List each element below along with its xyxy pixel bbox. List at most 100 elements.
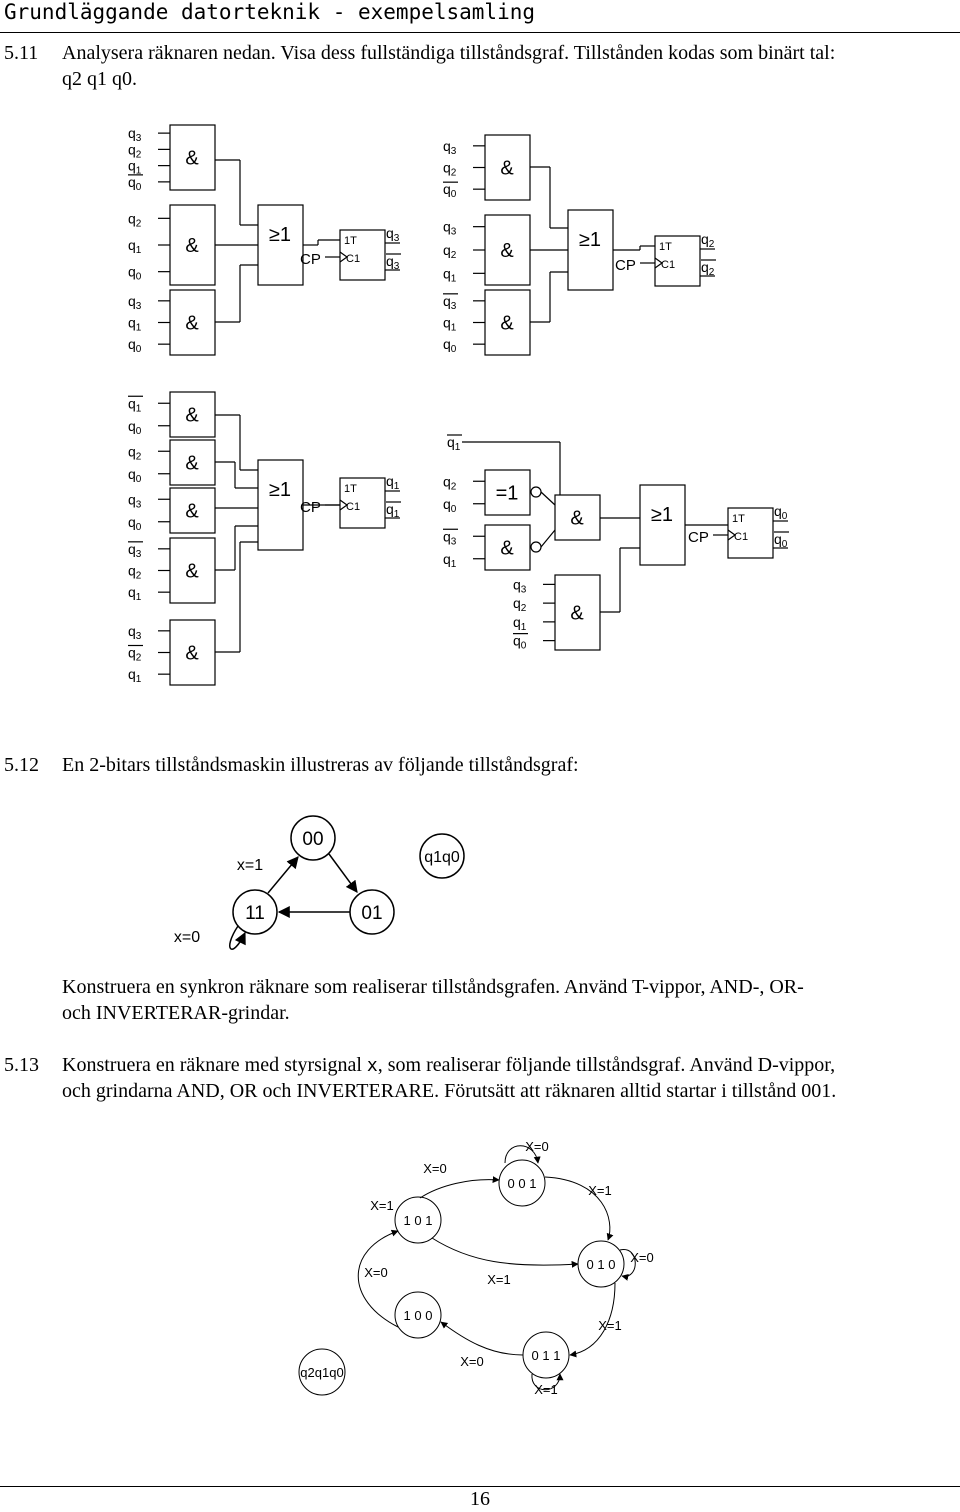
and-q1-1-symbol: & xyxy=(185,405,199,427)
state-101-label: 1 0 1 xyxy=(404,1213,433,1228)
tff-q1 xyxy=(339,477,386,529)
gate-input-q0: q0 xyxy=(443,336,457,355)
signal-q1-top: q1 xyxy=(447,434,461,453)
gate-input-q2: q2 xyxy=(443,242,457,261)
edge-101-010 xyxy=(431,1237,579,1268)
gate-input-q1: q1 xyxy=(128,584,142,603)
and-q1-4-symbol: & xyxy=(185,561,199,583)
gate-input-q2: q2 xyxy=(443,473,457,492)
gate-input-q3: q3 xyxy=(443,528,457,547)
self-loop-011 xyxy=(531,1373,564,1391)
control-signal-x: x xyxy=(366,1055,378,1076)
gate-input-q1: q1 xyxy=(128,237,142,256)
and-q2-2-symbol: & xyxy=(500,240,514,262)
tff-q3-c: C1 xyxy=(346,253,360,265)
tff-q3 xyxy=(339,229,386,281)
gate-input-q3: q3 xyxy=(443,293,457,312)
tff-q2 xyxy=(654,235,701,287)
gate-input-q1: q1 xyxy=(128,315,142,334)
label-100-101: X=0 xyxy=(364,1265,388,1280)
problem-5-11-number: 5.11 xyxy=(4,42,39,64)
label-101-010: X=1 xyxy=(487,1272,511,1287)
gate-input-q0: q0 xyxy=(128,466,142,485)
problem-5-13-text-a: Konstruera en räknare med styrsignal xyxy=(62,1054,367,1076)
self-loop-11 xyxy=(229,925,246,950)
edge-010-011 xyxy=(569,1282,616,1358)
ff-qbar: q3 xyxy=(386,253,400,272)
state-00-label: 00 xyxy=(302,829,323,850)
tff-q2-c: C1 xyxy=(661,259,675,271)
problem-5-11-line1: 5.11 Analysera räknaren nedan. Visa dess … xyxy=(4,40,835,66)
state-11-label: 11 xyxy=(245,903,265,924)
wire xyxy=(540,491,556,506)
tff-q0 xyxy=(727,507,774,559)
edge-100-101 xyxy=(357,1229,399,1328)
ff-q: q0 xyxy=(774,503,788,522)
xor-q0-symbol: =1 xyxy=(496,483,519,505)
and-q3-1-symbol: & xyxy=(185,148,199,170)
tff-q0-t: 1T xyxy=(732,513,745,525)
gate-input-q0: q0 xyxy=(128,174,142,193)
label-010-011: X=1 xyxy=(598,1318,622,1333)
gate-input-q1: q1 xyxy=(443,265,457,284)
gate-input-q3: q3 xyxy=(128,491,142,510)
page-header: Grundläggande datorteknik - exempelsamli… xyxy=(4,0,536,24)
gate-input-q2: q2 xyxy=(128,563,142,582)
tff-q1-c: C1 xyxy=(346,501,360,513)
tff-q3-t: 1T xyxy=(344,235,357,247)
self-loop-001 xyxy=(504,1145,541,1164)
and-q2-3-symbol: & xyxy=(500,313,514,335)
wire xyxy=(540,529,556,548)
problem-5-13-line2: och grindarna AND, OR och INVERTERARE. F… xyxy=(62,1080,837,1102)
gate-input-q3: q3 xyxy=(443,138,457,157)
state-legend-513: q2q1q0 xyxy=(300,1365,343,1380)
footer-rule xyxy=(0,1486,960,1487)
edge-001-010 xyxy=(544,1176,614,1241)
state-001-label: 0 0 1 xyxy=(508,1176,537,1191)
label-010-self: X=0 xyxy=(630,1250,654,1265)
gate-input-q1: q1 xyxy=(443,315,457,334)
gate-input-q1: q1 xyxy=(128,666,142,685)
gate-input-q0: q0 xyxy=(443,496,457,515)
problem-5-12-line3: Konstruera en synkron räknare som realis… xyxy=(62,976,804,998)
clock-label: CP xyxy=(300,499,321,516)
gate-input-q0: q0 xyxy=(443,181,457,200)
label-001-self: X=0 xyxy=(525,1139,549,1154)
or-q3-symbol: ≥1 xyxy=(269,224,291,246)
problem-5-12-number: 5.12 xyxy=(4,754,39,776)
ff-qbar: q0 xyxy=(774,531,788,550)
gate-input-q2: q2 xyxy=(128,443,142,462)
gate-input-q0: q0 xyxy=(128,264,142,283)
ff-q: q1 xyxy=(386,473,400,492)
problem-5-13-text-b: , som realiserar följande tillståndsgraf… xyxy=(377,1054,836,1076)
gate-input-q2: q2 xyxy=(443,160,457,179)
problem-5-11-text: Analysera räknaren nedan. Visa dess full… xyxy=(62,42,836,64)
edge-101-001 xyxy=(419,1176,500,1199)
clock-triangle xyxy=(339,251,349,263)
and-q2-1-symbol: & xyxy=(500,158,514,180)
gate-input-q2: q2 xyxy=(128,645,142,664)
gate-input-q0: q0 xyxy=(513,633,527,652)
and-q0-2-symbol: & xyxy=(570,508,584,530)
label-011-self: X=1 xyxy=(534,1382,558,1397)
clock-label: CP xyxy=(688,529,709,546)
gate-input-q0: q0 xyxy=(128,336,142,355)
edge-label-x1: x=1 xyxy=(237,857,263,874)
gate-input-q3: q3 xyxy=(443,219,457,238)
state-legend: q1q0 xyxy=(424,849,460,866)
gate-input-q3: q3 xyxy=(128,293,142,312)
and-q1-2-symbol: & xyxy=(185,453,199,475)
label-101-self: X=1 xyxy=(370,1198,394,1213)
tff-q1-t: 1T xyxy=(344,483,357,495)
page-number: 16 xyxy=(470,1488,490,1510)
label-001-010: X=1 xyxy=(588,1183,612,1198)
problem-5-12-line4: och INVERTERAR-grindar. xyxy=(62,1002,290,1024)
gate-input-q2: q2 xyxy=(128,210,142,229)
ff-q: q3 xyxy=(386,225,400,244)
ff-q: q2 xyxy=(701,231,715,250)
tff-q2-t: 1T xyxy=(659,241,672,253)
legend-circle xyxy=(419,833,465,879)
label-101-001: X=0 xyxy=(423,1161,447,1176)
